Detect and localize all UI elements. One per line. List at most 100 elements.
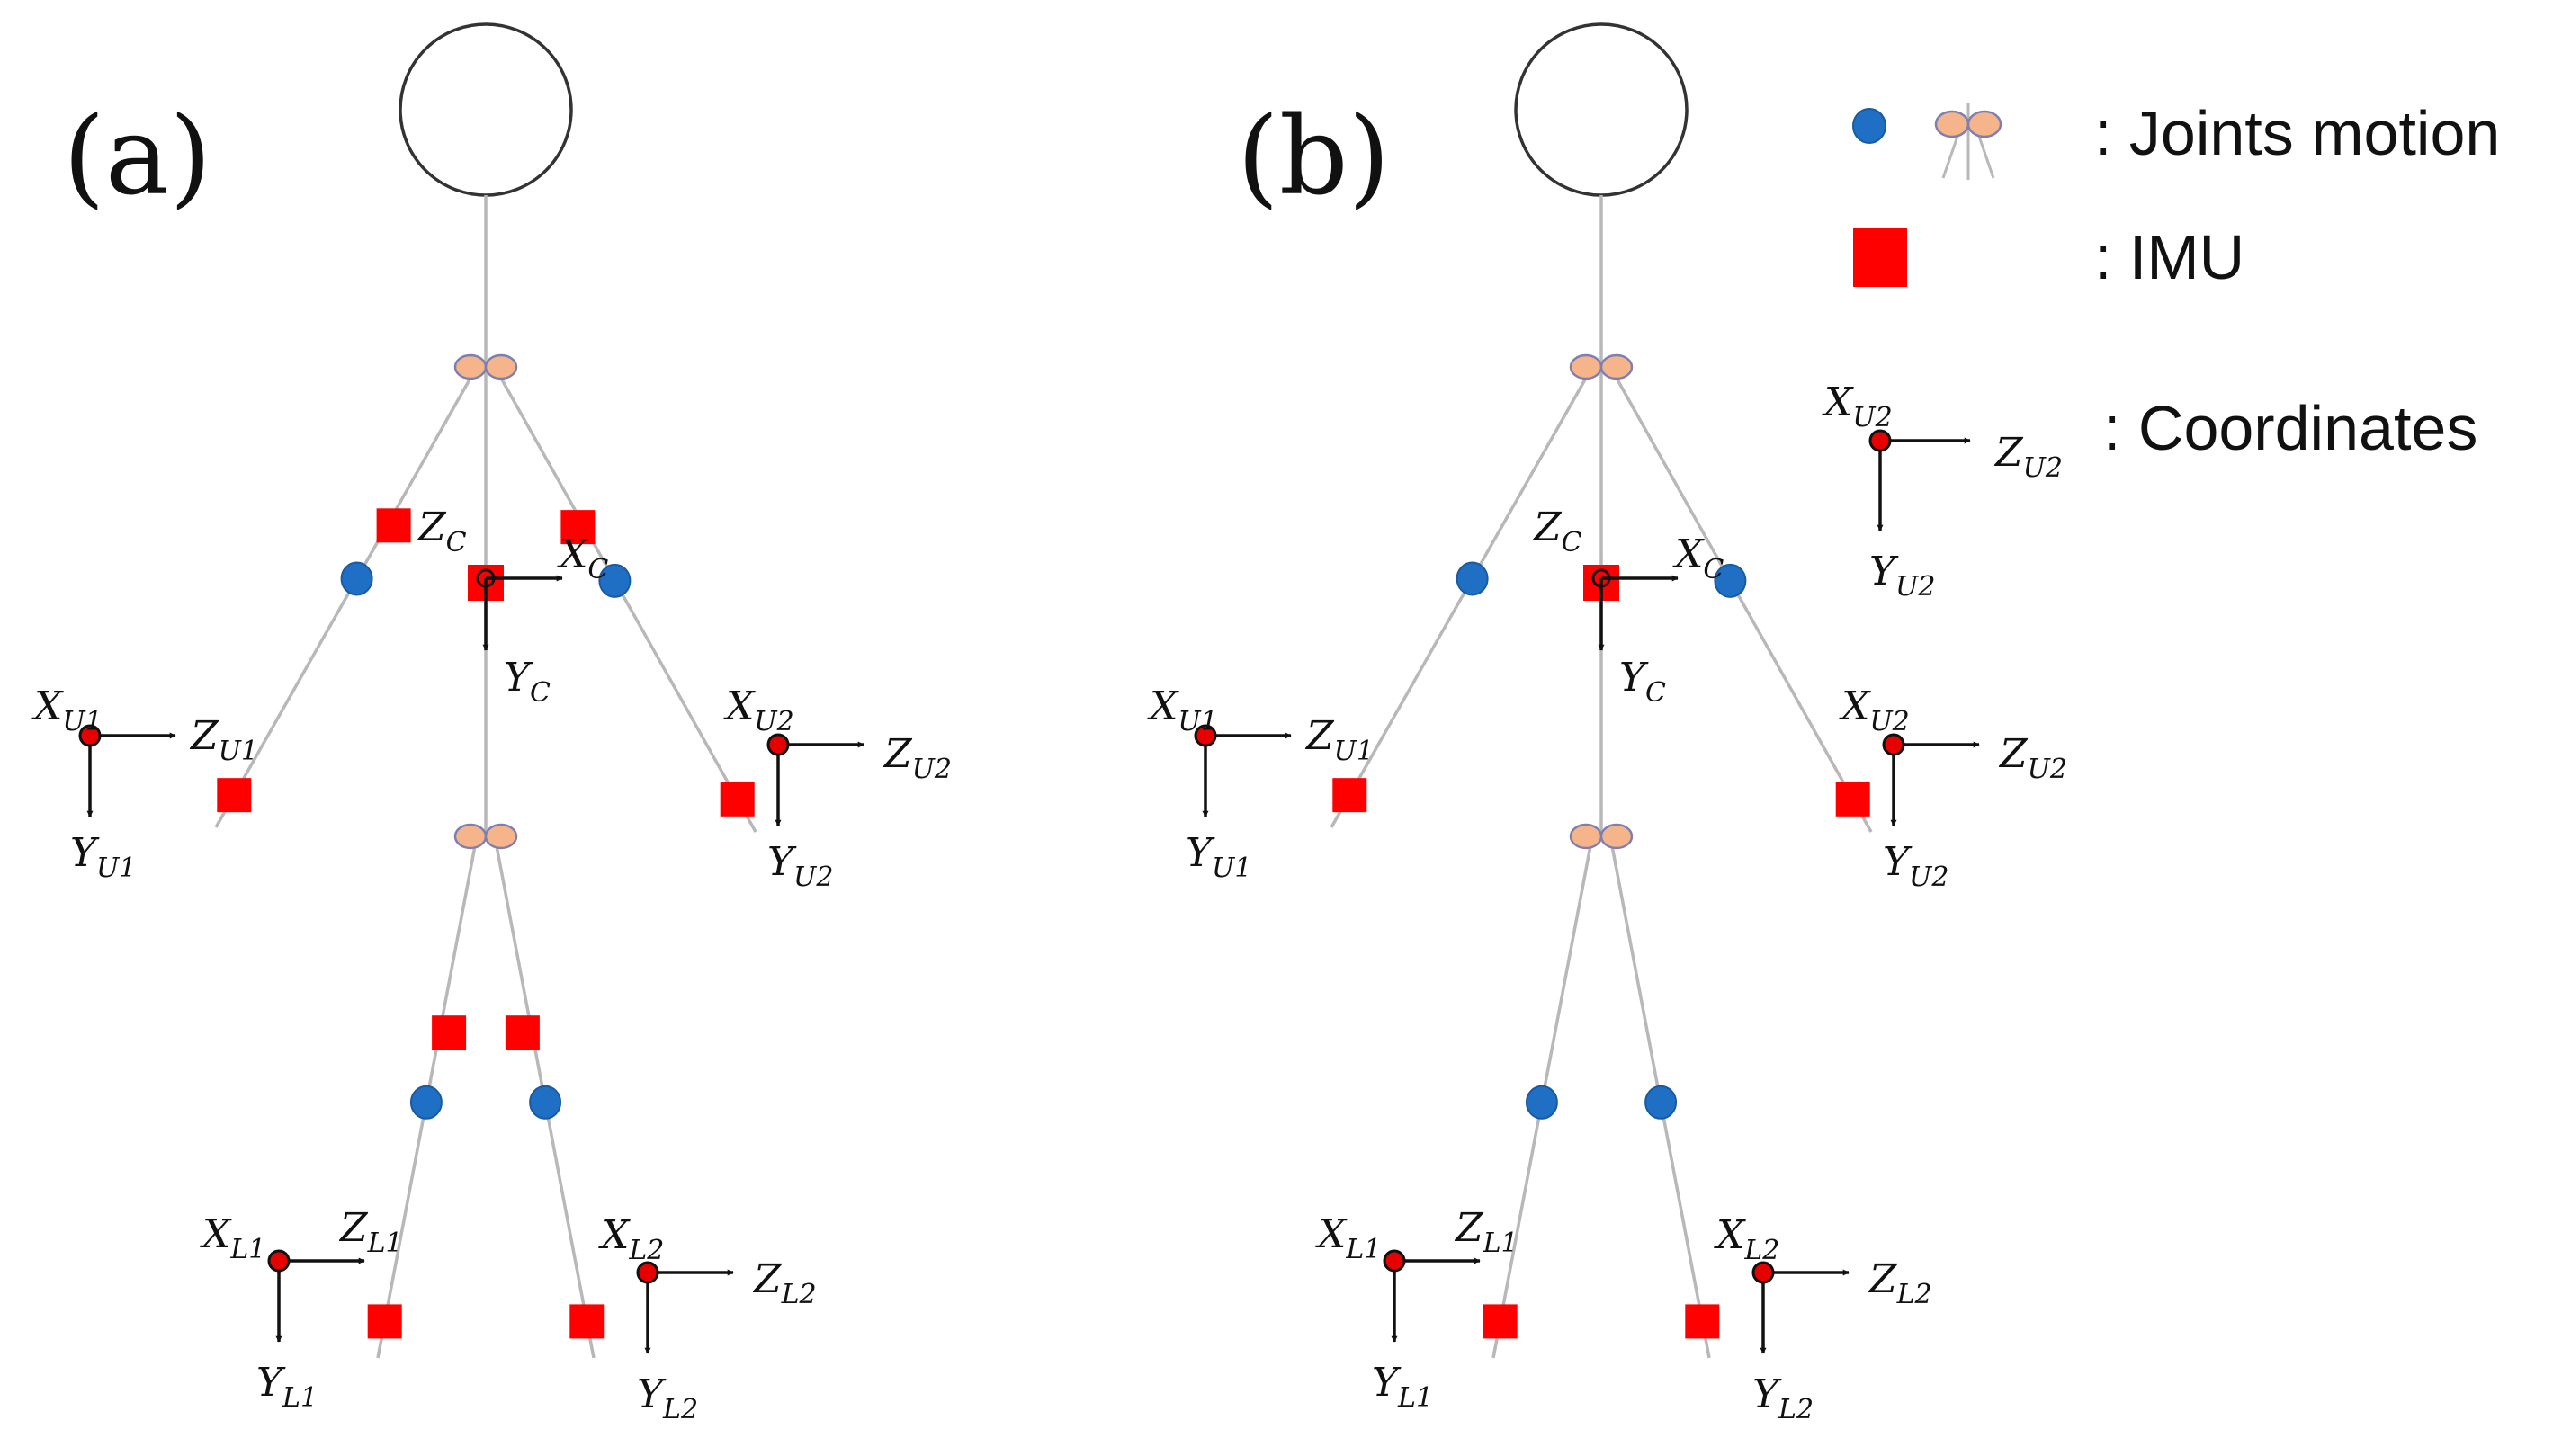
legend-joints-label: : Joints motion: [2094, 98, 2500, 168]
center-frame-y-label-letter: Y: [1619, 655, 1649, 701]
lower-left-frame-y-label-letter: Y: [256, 1360, 286, 1406]
left-forearm-imu-icon: [1332, 778, 1367, 813]
lower-left-frame-z-label-subscript: L1: [1483, 1228, 1518, 1259]
upper-right-frame-y-label-subscript: U2: [1909, 862, 1948, 893]
lower-right-frame-y-label-subscript: L2: [662, 1394, 698, 1425]
legend-frame-icon-y-label-subscript: U2: [1895, 571, 1935, 603]
lower-right-frame-z-label-letter: Z: [1868, 1256, 1898, 1302]
center-frame-origin-icon: [476, 568, 496, 588]
upper-left-frame-x-label-letter: X: [31, 683, 64, 729]
upper-left-frame-z-label-subscript: U1: [219, 736, 258, 767]
legend-frame-icon-z-label-letter: Z: [1993, 430, 2024, 476]
lower-right-frame-z-label-subscript: L2: [1896, 1279, 1932, 1310]
lower-right-frame-y-label-letter: Y: [637, 1371, 667, 1417]
right-elbow-joint-icon: [598, 563, 632, 598]
lower-right-frame-x-label: XL2: [598, 1212, 664, 1266]
panel-label: (a): [63, 94, 211, 219]
center-frame-z-label-letter: Z: [417, 505, 447, 550]
legend-frame-icon-z-label-subscript: U2: [2023, 452, 2063, 484]
legend-frame-icon-x-label: XU2: [1822, 380, 1893, 433]
legend-imu-label: : IMU: [2094, 222, 2244, 292]
center-frame-y-label: YC: [504, 655, 551, 709]
upper-right-frame-y-label-letter: Y: [767, 839, 797, 885]
lower-right-frame-y-label: YL2: [637, 1371, 698, 1425]
left-arm: [1330, 366, 1594, 828]
upper-right-frame-z-label: ZU2: [1998, 731, 2067, 785]
upper-left-frame-y-label-subscript: U1: [96, 853, 136, 884]
lower-right-frame-origin-icon: [1751, 1261, 1775, 1284]
upper-right-frame-z-label: ZU2: [882, 731, 952, 785]
legend-frame-icon-x-label-subscript: U2: [1852, 402, 1892, 433]
upper-left-frame-x-label: XU1: [31, 683, 103, 737]
upper-left-frame-y-label-letter: Y: [70, 830, 100, 876]
lower-left-frame-x-label-letter: X: [200, 1211, 232, 1257]
left-upper-arm-imu-icon: [376, 508, 411, 543]
legend-frame-icon-z-label: ZU2: [1993, 430, 2063, 484]
left-shank-imu-icon: [1483, 1304, 1518, 1339]
upper-left-frame-z-label-letter: Z: [189, 713, 219, 759]
lower-right-frame-z-label-letter: Z: [752, 1256, 783, 1302]
lower-right-frame-x-label-subscript: L2: [1743, 1235, 1779, 1266]
shoulder-hinge-icon-left: [453, 353, 488, 380]
lower-right-frame-x-label: XL2: [1714, 1212, 1779, 1266]
upper-right-frame-y-label: YU2: [1883, 839, 1948, 893]
legend-frame-icon-y-label-letter: Y: [1869, 549, 1899, 594]
lower-left-frame-y-label: YL1: [1372, 1360, 1433, 1414]
center-frame-y-label-letter: Y: [504, 655, 533, 701]
left-elbow-joint-icon: [340, 561, 373, 596]
legend-hinge-icon: [1934, 103, 2002, 180]
lower-right-frame-y-label: YL2: [1752, 1371, 1814, 1425]
panel-label: (b): [1237, 94, 1390, 219]
legend-imu-icon: [1853, 228, 1907, 287]
lower-right-frame-y-label-letter: Y: [1752, 1371, 1782, 1417]
lower-right-frame-z-label: ZL2: [752, 1256, 817, 1310]
center-frame-x-label-letter: X: [1672, 531, 1705, 577]
upper-left-frame-origin-icon: [1194, 724, 1217, 747]
shoulder-hinge-icon: [1569, 353, 1634, 380]
upper-right-frame-x-label: XU2: [723, 683, 794, 737]
shoulder-hinge-icon-right: [1599, 353, 1634, 380]
center-frame-x-label-letter: X: [557, 531, 589, 577]
upper-left-frame-z-label-letter: Z: [1304, 713, 1335, 759]
upper-right-frame-y-label-letter: Y: [1883, 839, 1913, 885]
lower-right-frame-origin-icon: [636, 1261, 659, 1284]
upper-left-frame-x-label: XU1: [1147, 683, 1218, 737]
center-frame-y-label: YC: [1619, 655, 1666, 709]
shoulder-hinge-icon-right: [484, 353, 518, 380]
lower-left-frame-y-label-subscript: L1: [282, 1382, 318, 1414]
upper-left-frame-x-label-subscript: U1: [62, 706, 102, 737]
lower-left-frame-x-label: XL1: [200, 1211, 265, 1265]
legend-frame-icon-y-label: YU2: [1869, 549, 1935, 603]
center-frame-z-label-letter: Z: [1532, 505, 1563, 550]
upper-right-frame-x-label-letter: X: [1839, 683, 1871, 729]
right-arm: [1608, 366, 1873, 833]
lower-left-frame-origin-icon: [267, 1249, 291, 1273]
lower-left-frame-y-label-letter: Y: [1372, 1360, 1402, 1406]
right-forearm-imu-icon: [1835, 782, 1870, 817]
lower-left-frame-z-label: ZL1: [338, 1205, 403, 1259]
upper-left-frame-y-label-letter: Y: [1186, 830, 1215, 876]
upper-right-frame-x-label-letter: X: [723, 683, 756, 729]
hip-hinge-icon-left: [1569, 823, 1603, 850]
upper-left-frame-origin-icon: [78, 724, 102, 747]
lower-left-frame-x-label-subscript: L1: [229, 1234, 265, 1265]
lower-left-frame-x-label: XL1: [1315, 1211, 1381, 1265]
lower-left-frame-y-label: YL1: [256, 1360, 318, 1414]
lower-left-frame-z-label-letter: Z: [338, 1205, 369, 1251]
legend-frame-icon-x-label-letter: X: [1822, 380, 1854, 425]
center-frame-y-label-subscript: C: [530, 677, 551, 709]
upper-left-frame-x-label-letter: X: [1147, 683, 1179, 729]
upper-right-frame-y-label-subscript: U2: [793, 862, 833, 893]
upper-right-frame-y-label: YU2: [767, 839, 833, 893]
